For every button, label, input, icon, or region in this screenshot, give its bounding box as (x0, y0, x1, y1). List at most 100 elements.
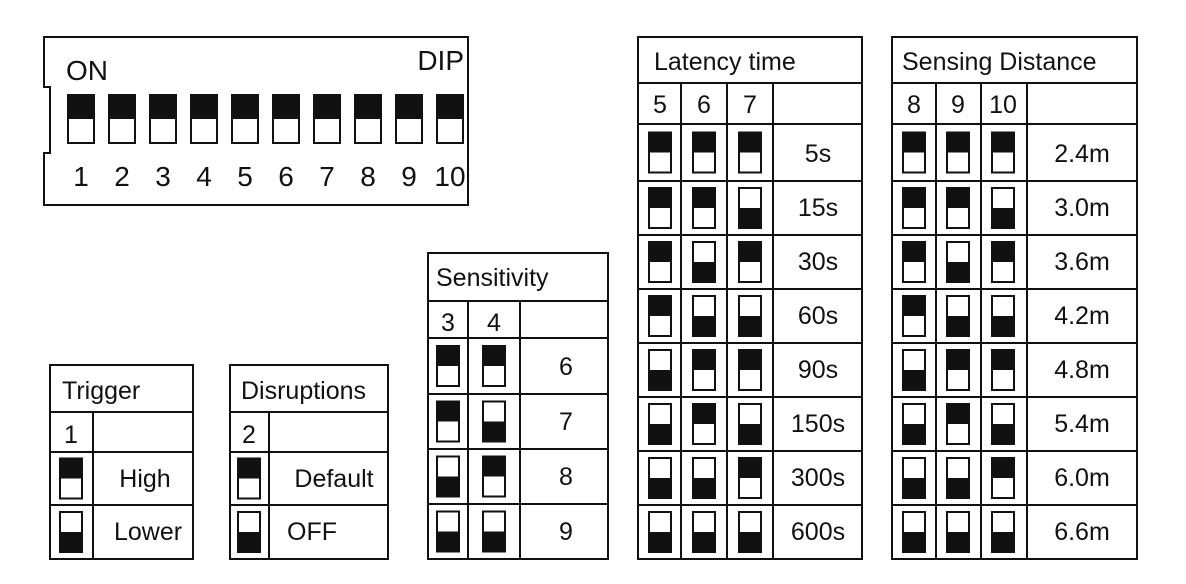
sensing-switch-9-off (946, 295, 970, 337)
sensitivity-switch-3-off (436, 510, 460, 553)
row-label: 4.2m (1054, 302, 1110, 330)
switch-actuator (238, 458, 260, 479)
sensing-switch-9-off (946, 241, 970, 283)
column-header: 7 (743, 91, 757, 119)
latency-switch-7-off (738, 295, 762, 337)
switch-actuator (60, 532, 82, 552)
row-label: 7 (559, 408, 573, 436)
row-label: 30s (798, 248, 838, 276)
switch-actuator (903, 370, 925, 390)
switch-actuator (739, 458, 761, 478)
switch-actuator (355, 95, 381, 119)
switch-actuator (739, 132, 761, 153)
switch-actuator (903, 424, 925, 444)
sensitivity-switch-3-on (436, 345, 460, 387)
sensitivity-table: Sensitivity 3 4 6 7 8 9 (427, 252, 609, 560)
switch-actuator (693, 316, 715, 336)
column-header: 5 (653, 91, 667, 119)
row-label: OFF (287, 518, 337, 546)
switch-actuator (649, 424, 671, 444)
switch-actuator (903, 132, 925, 153)
dip-switch-number: 8 (360, 161, 376, 192)
sensing-title: Sensing Distance (902, 48, 1097, 76)
latency-switch-7-on (738, 241, 762, 283)
dip-switch-number: 1 (73, 161, 89, 192)
switch-actuator (693, 188, 715, 208)
switch-actuator (483, 346, 505, 366)
sensing-switch-9-off (946, 457, 970, 499)
switch-actuator (693, 350, 715, 370)
row-label: Lower (114, 518, 182, 546)
dip-switch-7 (313, 94, 341, 144)
row-label: 9 (559, 518, 573, 546)
latency-switch-5-on (648, 187, 672, 229)
sensitivity-table-outline (427, 252, 609, 560)
switch-actuator (739, 316, 761, 336)
sensitivity-switch-4-off (482, 510, 506, 553)
latency-switch-5-off (648, 403, 672, 445)
switch-actuator (437, 346, 459, 366)
dip-switch-2 (108, 94, 136, 144)
switch-actuator (992, 316, 1014, 336)
row-label: 600s (791, 518, 845, 546)
switch-actuator (992, 424, 1014, 444)
sensitivity-switch-4-on (482, 345, 506, 387)
switch-actuator (649, 296, 671, 316)
row-label: 5.4m (1054, 410, 1110, 438)
switch-actuator (992, 458, 1014, 478)
sensing-switch-8-on (902, 131, 926, 174)
trigger-switch-1-on (59, 457, 83, 500)
dip-switch-number: 7 (319, 161, 335, 192)
trigger-table-outline (49, 364, 194, 560)
switch-actuator (314, 95, 340, 119)
sensing-switch-8-off (902, 457, 926, 499)
sensing-switch-10-off (991, 403, 1015, 445)
switch-actuator (992, 208, 1014, 228)
dip-switch-number: 5 (237, 161, 253, 192)
latency-switch-7-off (738, 187, 762, 229)
row-label: 90s (798, 356, 838, 384)
sensing-switch-10-off (991, 511, 1015, 553)
column-header: 3 (441, 309, 455, 337)
row-label: 60s (798, 302, 838, 330)
sensing-switch-8-off (902, 403, 926, 445)
switch-actuator (693, 132, 715, 153)
latency-title: Latency time (654, 48, 796, 76)
switch-actuator (903, 296, 925, 316)
switch-actuator (903, 188, 925, 208)
switch-actuator (68, 95, 94, 119)
switch-actuator (649, 188, 671, 208)
disruptions-switch-2-on (237, 457, 261, 500)
latency-table: Latency time 5 6 7 5s 15s 30s 60s 90s 15… (637, 36, 863, 560)
sensing-distance-table: Sensing Distance 8 9 10 2.4m 3.0m 3.6m 4… (891, 36, 1138, 560)
latency-switch-6-on (692, 131, 716, 174)
sensitivity-switch-4-off (482, 400, 506, 443)
switch-actuator (191, 95, 217, 119)
switch-actuator (693, 478, 715, 498)
disruptions-table: Disruptions 2 Default OFF (229, 364, 389, 560)
row-label: 3.6m (1054, 248, 1110, 276)
on-label: ON (66, 55, 108, 86)
row-label: 4.8m (1054, 356, 1110, 384)
latency-switch-5-on (648, 295, 672, 337)
dip-switch-5 (231, 94, 259, 144)
switch-actuator (947, 350, 969, 370)
latency-switch-6-off (692, 241, 716, 283)
switch-actuator (947, 478, 969, 498)
row-label: 8 (559, 463, 573, 491)
switch-actuator (649, 370, 671, 390)
latency-switch-5-on (648, 131, 672, 174)
latency-switch-7-on (738, 457, 762, 499)
switch-actuator (992, 242, 1014, 262)
sensing-table-outline (891, 36, 1138, 560)
column-header: 10 (989, 91, 1017, 119)
disruptions-title: Disruptions (241, 377, 366, 405)
dip-switch-number: 9 (401, 161, 417, 192)
sensing-switch-8-on (902, 295, 926, 337)
dip-switch-10 (436, 94, 464, 144)
dip-switch-3 (149, 94, 177, 144)
disruptions-switch-2-off (237, 511, 261, 553)
